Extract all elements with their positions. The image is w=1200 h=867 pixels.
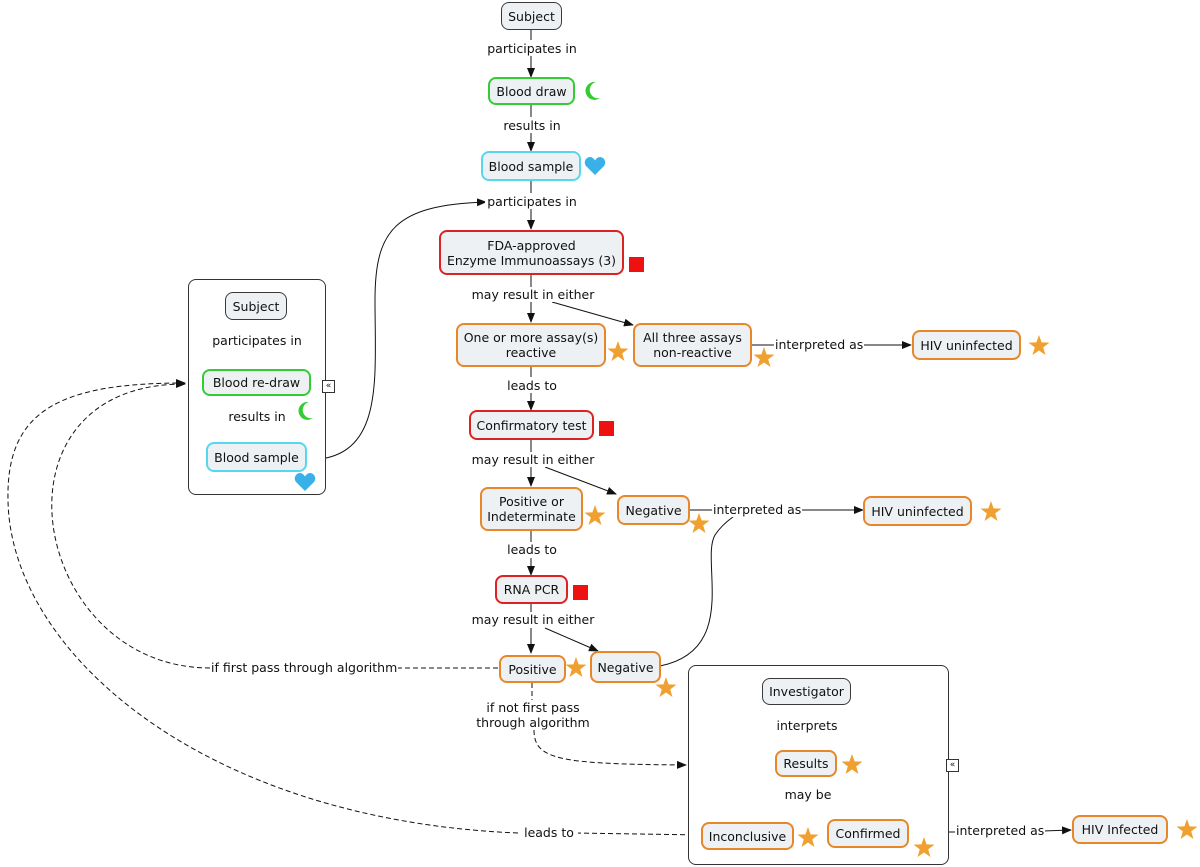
node-nonreactive[interactable]: All three assays non-reactive <box>633 323 752 367</box>
heart-icon <box>294 473 316 491</box>
edge-interpreted-to-hiv-infected <box>1042 826 1072 835</box>
node-inconclusive[interactable]: Inconclusive <box>701 822 794 850</box>
node-confirmatory[interactable]: Confirmatory test <box>469 410 594 440</box>
link-interprets: interprets <box>775 718 839 733</box>
link-may-be: may be <box>782 787 834 802</box>
edge-may-result-to-negative-2 <box>544 627 599 652</box>
node-reactive[interactable]: One or more assay(s) reactive <box>456 323 606 367</box>
star-icon <box>655 677 677 697</box>
link-leads-to-2: leads to <box>505 542 559 557</box>
edge-if-first-pass-to-redraw <box>51 379 211 669</box>
edge-leads-to-to-redraw <box>7 379 519 834</box>
link-participates-in-left: participates in <box>210 333 304 348</box>
edge-if-not-first-pass-to-group <box>533 729 687 769</box>
link-leads-to-1: leads to <box>505 378 559 393</box>
node-negative-1[interactable]: Negative <box>617 495 690 525</box>
star-icon <box>980 501 1002 521</box>
square-icon <box>629 257 644 272</box>
edge-may-result-to-nonreactive <box>551 301 634 327</box>
link-interpreted-as-1: interpreted as <box>774 337 864 352</box>
node-results[interactable]: Results <box>775 750 837 777</box>
link-may-result-1: may result in either <box>470 287 596 302</box>
node-negative-2[interactable]: Negative <box>590 651 661 683</box>
node-pos-indet[interactable]: Positive or Indeterminate <box>480 487 583 531</box>
node-blood-sample-top[interactable]: Blood sample <box>481 151 581 181</box>
square-icon <box>599 421 614 436</box>
link-interpreted-as-2: interpreted as <box>712 502 802 517</box>
link-if-not-first-pass: if not first pass through algorithm <box>473 700 593 730</box>
node-subject-top[interactable]: Subject <box>501 2 562 30</box>
redraw-group-collapse-icon[interactable]: « <box>322 380 335 393</box>
link-interpreted-as-3: interpreted as <box>955 823 1045 838</box>
star-icon <box>688 513 710 533</box>
node-hiv-uninfected-2[interactable]: HIV uninfected <box>863 496 972 526</box>
node-hiv-uninfected-1[interactable]: HIV uninfected <box>912 330 1021 360</box>
link-if-first-pass: if first pass through algorithm <box>210 660 398 675</box>
star-icon <box>753 347 775 367</box>
link-participates-in-1: participates in <box>485 41 579 56</box>
node-eia[interactable]: FDA-approved Enzyme Immunoassays (3) <box>439 230 624 275</box>
link-may-result-3: may result in either <box>470 612 596 627</box>
node-hiv-infected[interactable]: HIV Infected <box>1072 815 1168 844</box>
edge-may-result-to-negative-1 <box>544 466 617 495</box>
star-icon <box>607 341 629 361</box>
edge-blood-sample-left-to-participates <box>306 198 487 461</box>
node-subject-left[interactable]: Subject <box>225 292 287 320</box>
node-investigator[interactable]: Investigator <box>762 678 851 705</box>
square-icon <box>573 585 588 600</box>
moon-icon <box>298 401 313 420</box>
star-icon <box>1028 335 1050 355</box>
node-positive[interactable]: Positive <box>499 655 566 683</box>
link-results-in-left: results in <box>226 409 288 424</box>
link-leads-to-3: leads to <box>520 825 578 840</box>
node-rna-pcr[interactable]: RNA PCR <box>495 575 568 604</box>
heart-icon <box>584 157 606 175</box>
moon-icon <box>585 81 600 100</box>
star-icon <box>797 827 819 847</box>
edge-inconclusive-to-leads-to <box>576 832 702 836</box>
star-icon <box>841 754 863 774</box>
link-results-in-1: results in <box>501 118 563 133</box>
node-blood-redraw[interactable]: Blood re-draw <box>202 369 311 396</box>
star-icon <box>913 837 935 857</box>
node-confirmed[interactable]: Confirmed <box>827 819 909 848</box>
star-icon <box>584 505 606 525</box>
investigator-group-collapse-icon[interactable]: « <box>946 759 959 772</box>
link-participates-in-2: participates in <box>485 194 579 209</box>
star-icon <box>1176 819 1198 839</box>
star-icon <box>565 657 587 677</box>
link-may-result-2: may result in either <box>470 452 596 467</box>
node-blood-sample-left[interactable]: Blood sample <box>206 442 307 472</box>
node-blood-draw[interactable]: Blood draw <box>488 77 575 105</box>
